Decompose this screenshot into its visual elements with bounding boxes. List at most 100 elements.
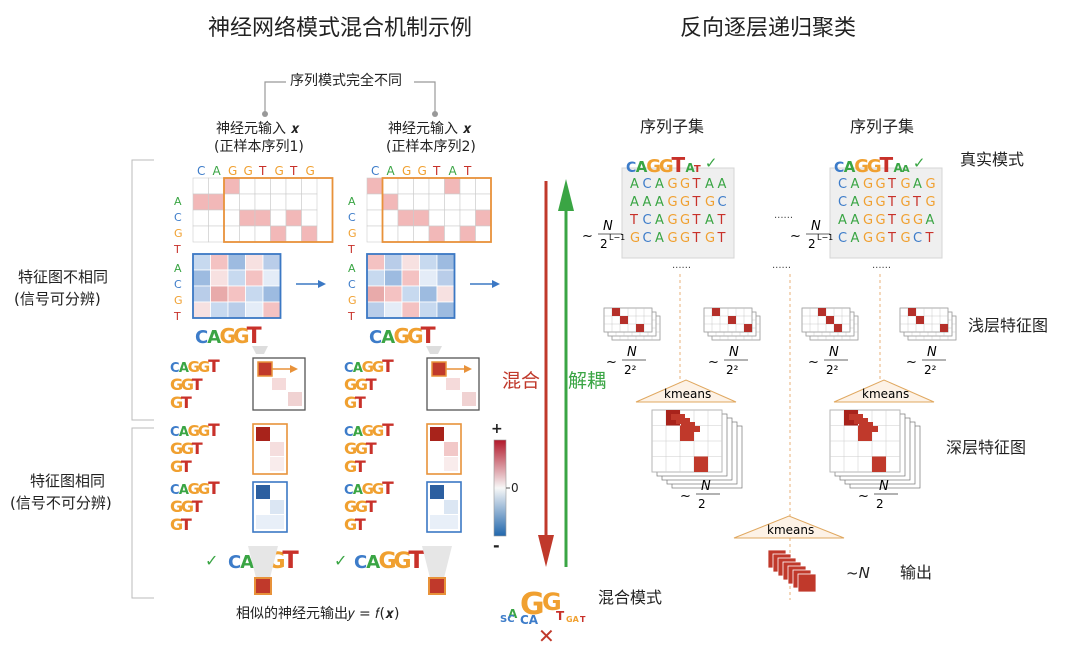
subset-base: T xyxy=(887,177,896,192)
logo-letter: G xyxy=(372,358,384,376)
input-seq-letter: G xyxy=(402,164,411,178)
kmeans-triangle xyxy=(635,379,737,403)
tilde: ~ xyxy=(906,355,917,370)
shallow-map-2 xyxy=(703,307,761,341)
onehot-cell xyxy=(366,177,383,195)
subset-base: G xyxy=(680,231,690,246)
layer2-cell xyxy=(288,392,302,406)
stack-logo-ggt: GGT xyxy=(344,497,377,516)
onehot-cell xyxy=(444,209,461,227)
ellipsis: ...... xyxy=(872,260,891,271)
onehot-cell xyxy=(413,193,430,211)
layer3a-cell xyxy=(270,442,284,456)
side-label-same: 特征图相同 xyxy=(30,472,106,490)
output-cell xyxy=(428,577,446,595)
logo-letter: G xyxy=(362,422,374,440)
logo-letter: A xyxy=(179,361,189,376)
arrow-head xyxy=(492,280,500,288)
mini-hot xyxy=(612,308,620,316)
feature-cell xyxy=(245,285,264,303)
logo-letter: T xyxy=(208,479,220,499)
subset-base: C xyxy=(838,177,847,192)
subset-base: G xyxy=(668,177,678,192)
feature-cell xyxy=(384,269,403,287)
onehot-cell xyxy=(270,177,287,195)
frac-den: 2² xyxy=(624,363,637,377)
feature-cell xyxy=(227,301,246,319)
colorbar xyxy=(493,439,510,537)
feature-frame xyxy=(366,253,456,319)
subset-base: A xyxy=(851,195,860,210)
header-logo-letter: A xyxy=(844,158,856,176)
frac-num: N xyxy=(879,479,889,494)
header-logo-letter: A xyxy=(686,161,696,175)
logo-letter: T xyxy=(208,421,220,441)
mini-hot xyxy=(940,324,948,332)
feature-cell xyxy=(401,269,420,287)
kmeans-label: kmeans xyxy=(767,523,814,537)
subset-base: G xyxy=(863,195,873,210)
onehot-cell xyxy=(208,193,225,211)
header-logo-letter: A xyxy=(902,164,910,175)
layer3b-cell xyxy=(256,515,284,529)
frac-num: N xyxy=(927,345,937,360)
frac-exp: L−1 xyxy=(609,233,625,242)
logo-letter: T xyxy=(408,546,425,574)
mixed-motif-label: 混合模式 xyxy=(598,588,663,607)
onehot-cell xyxy=(270,225,287,243)
subset-base: T xyxy=(887,231,896,246)
subset-base: G xyxy=(668,213,678,228)
svg-text:A: A xyxy=(508,607,518,621)
input-seq-letter: A xyxy=(387,164,396,178)
row-label: A xyxy=(348,195,356,208)
subset-base: G xyxy=(876,177,886,192)
input-seq-letter: C xyxy=(371,164,379,178)
onehot-cell xyxy=(270,193,287,211)
logo-letter: T xyxy=(366,439,377,458)
logo-letter: G xyxy=(188,480,200,498)
subset-base: A xyxy=(655,213,664,228)
logo-letter: G xyxy=(344,375,357,394)
kmeans-label: kmeans xyxy=(664,387,711,401)
deep-map-1 xyxy=(651,409,743,489)
onehot-cell xyxy=(254,225,271,243)
subset-base: G xyxy=(901,231,911,246)
onehot-cell xyxy=(397,209,414,227)
input-seq-letter: G xyxy=(244,164,253,178)
row-label: T xyxy=(173,243,181,256)
onehot-cell xyxy=(428,209,445,227)
feature-cell xyxy=(210,301,229,319)
input-seq-letter: T xyxy=(432,164,441,178)
side-label-same-sub: (信号不可分辨) xyxy=(10,494,112,512)
svg-text:SC: SC xyxy=(500,614,515,625)
subset-base: T xyxy=(887,195,896,210)
onehot-cell xyxy=(366,209,383,227)
logo-letter: A xyxy=(381,327,395,348)
frac-num: N xyxy=(829,345,839,360)
subset-base: G xyxy=(876,195,886,210)
feature-cell xyxy=(436,253,455,271)
subset-box xyxy=(621,167,735,259)
deep-back-hot xyxy=(686,426,700,432)
frac-num: N xyxy=(701,479,711,494)
subset-box xyxy=(829,167,943,259)
subset-base: G xyxy=(876,231,886,246)
header-logo-letter: T xyxy=(694,164,701,175)
shallow-size-1: ~N2² xyxy=(606,345,646,377)
logo-letter: C xyxy=(344,361,354,376)
layer3b-cell xyxy=(270,500,284,514)
header-logo-letter: C xyxy=(834,160,844,176)
stack-logo-ggt: GGT xyxy=(344,375,377,394)
subset-base: G xyxy=(705,195,715,210)
layer3a-cell xyxy=(270,457,284,471)
feature-cell xyxy=(401,253,420,271)
logo-letter: A xyxy=(240,552,254,573)
deep-map-2 xyxy=(829,409,921,489)
kmeans-triangle xyxy=(733,515,845,539)
side-label-different-sub: (信号可分辨) xyxy=(14,290,101,308)
svg-text:GA: GA xyxy=(566,615,580,624)
logo-letter: G xyxy=(188,358,200,376)
logo-letter: T xyxy=(382,357,394,377)
onehot-cell xyxy=(254,209,271,227)
